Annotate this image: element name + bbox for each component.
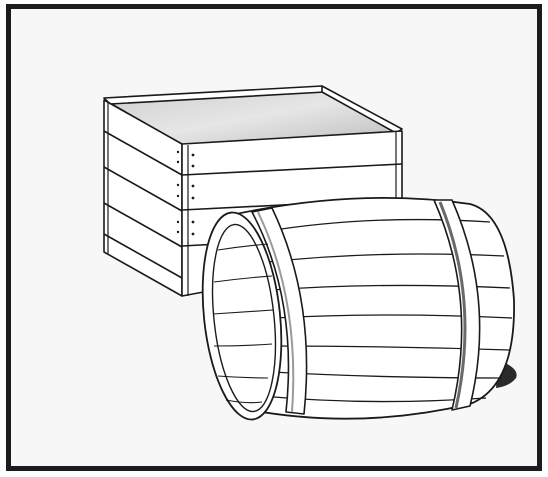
barrel-hoop-right xyxy=(433,199,481,411)
barrel-head-inner xyxy=(211,223,277,413)
barrel-inner-staves xyxy=(212,243,274,404)
barrel-illustration xyxy=(201,197,517,421)
crate-nails xyxy=(176,150,195,236)
